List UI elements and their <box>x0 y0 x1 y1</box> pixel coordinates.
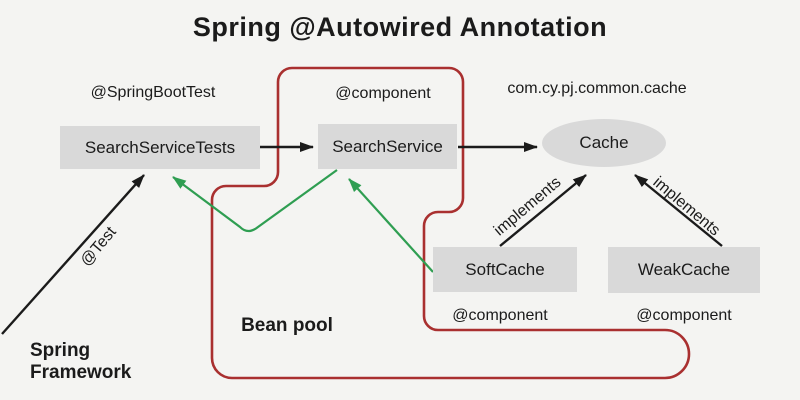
node-softcache: SoftCache <box>433 247 577 292</box>
label-component-searchservice: @component <box>335 85 431 102</box>
arrow-softcache-implements-cache <box>499 174 587 247</box>
label-spring-framework: Spring Framework <box>30 340 132 383</box>
label-bean-pool: Bean pool <box>241 315 333 336</box>
bean-pool-outline <box>210 66 691 380</box>
arrow-weakcache-implements-cache <box>634 174 723 247</box>
node-searchservicetests: SearchServiceTests <box>60 126 260 169</box>
label-component-weakcache: @component <box>636 307 732 324</box>
node-weakcache: WeakCache <box>608 247 760 293</box>
node-cache: Cache <box>542 119 666 167</box>
label-package-cache: com.cy.pj.common.cache <box>507 80 687 97</box>
label-springboottest: @SpringBootTest <box>90 84 216 101</box>
inject-service-to-tests <box>172 169 338 233</box>
label-component-softcache: @component <box>452 307 548 324</box>
node-searchservice: SearchService <box>318 124 457 169</box>
inject-softcache-to-service <box>348 178 434 273</box>
diagram-title: Spring @Autowired Annotation <box>192 12 608 42</box>
arrow-framework-test-to-tests <box>1 174 145 335</box>
